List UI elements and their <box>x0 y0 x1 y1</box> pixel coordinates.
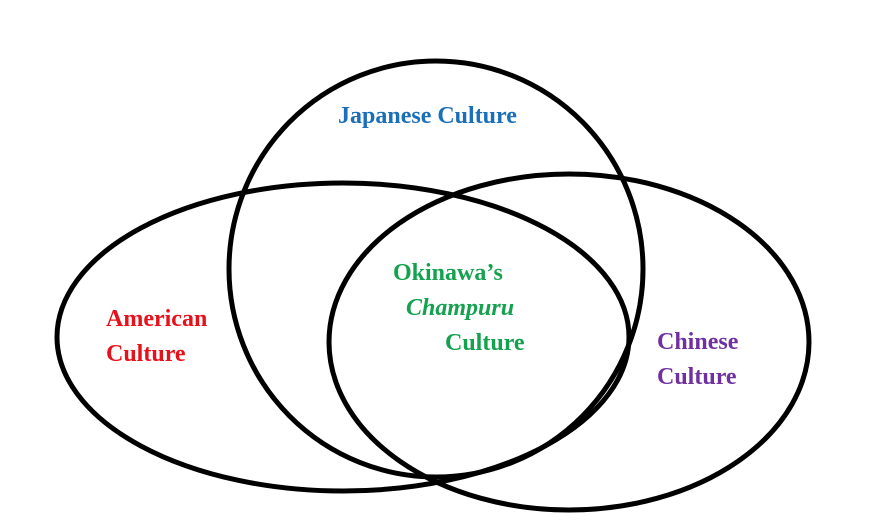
american-culture-label: American Culture <box>106 302 207 372</box>
japanese-culture-label: Japanese Culture <box>338 99 517 134</box>
chinese-culture-line2: Culture <box>657 364 737 390</box>
japanese-culture-circle <box>226 58 646 480</box>
okinawa-line1: Okinawa’s <box>393 260 503 286</box>
chinese-culture-label: Chinese Culture <box>657 325 738 395</box>
american-culture-line1: American <box>106 306 208 332</box>
okinawa-champuru-culture-label: Okinawa’s Champuru Culture <box>384 256 525 361</box>
american-culture-line2: Culture <box>106 341 186 367</box>
chinese-culture-line1: Chinese <box>657 329 739 355</box>
chinese-culture-ellipse <box>326 171 812 513</box>
american-culture-ellipse <box>54 180 632 494</box>
okinawa-line2: Champuru <box>406 295 515 321</box>
okinawa-line3: Culture <box>445 330 525 356</box>
japanese-culture-text: Japanese Culture <box>338 103 517 129</box>
